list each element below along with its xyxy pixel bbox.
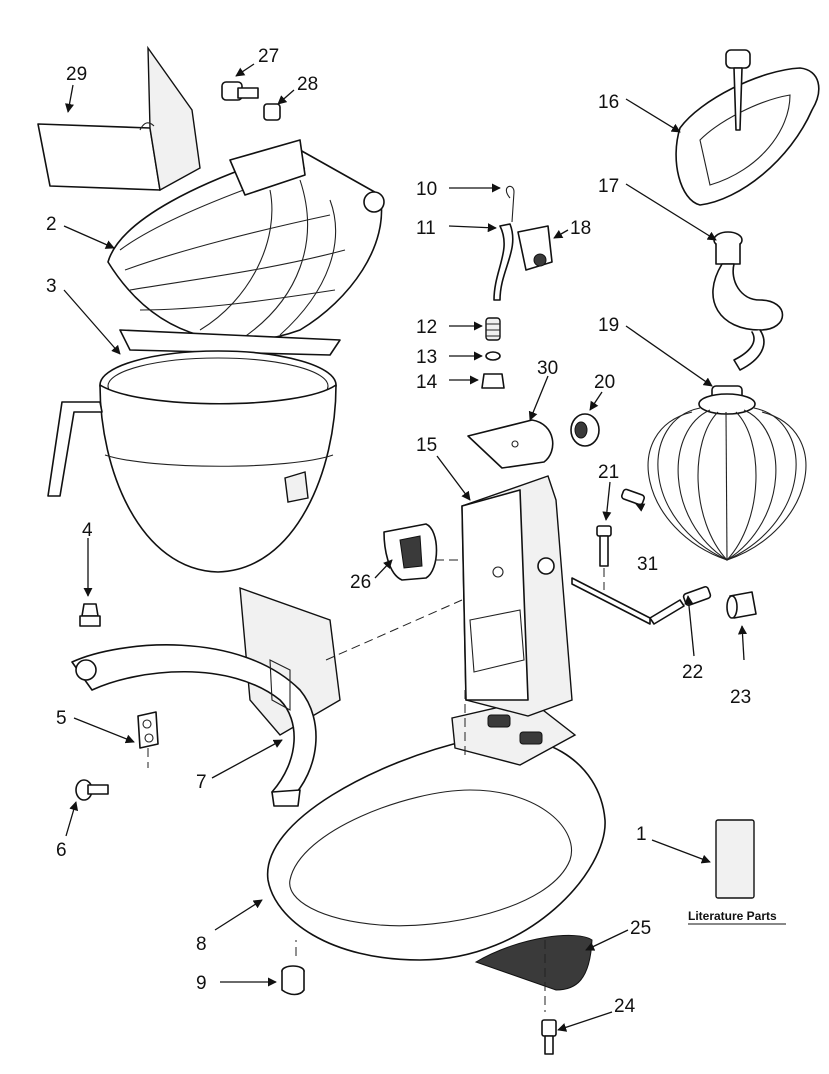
callout-31: 31 bbox=[637, 554, 658, 575]
literature-1 bbox=[715, 819, 755, 899]
bowl-guard-2 bbox=[107, 139, 385, 356]
pouring-shield-29 bbox=[37, 45, 201, 192]
screw-24 bbox=[541, 1019, 557, 1055]
hook-10 bbox=[505, 185, 515, 223]
pin-4 bbox=[79, 603, 101, 627]
gasket-30 bbox=[467, 419, 554, 469]
nut-28 bbox=[263, 103, 281, 121]
screw-6 bbox=[75, 779, 109, 801]
callout-1: 1 bbox=[636, 824, 647, 845]
callout-21: 21 bbox=[598, 462, 619, 483]
callout-17: 17 bbox=[598, 176, 619, 197]
callout-23: 23 bbox=[730, 687, 751, 708]
wire-whip-19 bbox=[647, 385, 807, 561]
column-15 bbox=[461, 475, 573, 717]
callout-14: 14 bbox=[416, 372, 438, 393]
callout-12: 12 bbox=[416, 317, 437, 338]
leader-lines bbox=[63, 63, 748, 1032]
pin-31 bbox=[620, 488, 646, 506]
bracket-18 bbox=[517, 225, 553, 271]
washer-13 bbox=[485, 351, 501, 361]
switch-26 bbox=[383, 523, 438, 581]
callout-29: 29 bbox=[66, 64, 87, 85]
callout-22: 22 bbox=[682, 662, 703, 683]
callout-2: 2 bbox=[46, 214, 57, 235]
callout-27: 27 bbox=[258, 46, 279, 67]
screw-21 bbox=[596, 525, 612, 567]
callout-30: 30 bbox=[537, 358, 558, 379]
plate-5 bbox=[137, 711, 159, 749]
callout-26: 26 bbox=[350, 572, 371, 593]
callout-8: 8 bbox=[196, 934, 207, 955]
callout-13: 13 bbox=[416, 347, 437, 368]
mixing-bowl-3 bbox=[47, 350, 337, 573]
literature-parts-label: Literature Parts bbox=[688, 909, 777, 923]
callout-24: 24 bbox=[614, 996, 636, 1017]
callout-3: 3 bbox=[46, 276, 57, 297]
lever-11 bbox=[493, 223, 514, 301]
base-8 bbox=[267, 699, 606, 961]
flat-beater-16 bbox=[675, 49, 820, 206]
callout-9: 9 bbox=[196, 973, 207, 994]
callout-18: 18 bbox=[570, 218, 591, 239]
callout-19: 19 bbox=[598, 315, 619, 336]
callout-15: 15 bbox=[416, 435, 437, 456]
bowl-support-7 bbox=[71, 586, 341, 807]
nut-14 bbox=[481, 373, 505, 389]
callout-10: 10 bbox=[416, 179, 437, 200]
callout-20: 20 bbox=[594, 372, 615, 393]
callout-11: 11 bbox=[416, 218, 436, 239]
callout-5: 5 bbox=[56, 708, 67, 729]
screen-25 bbox=[474, 934, 593, 991]
callout-25: 25 bbox=[630, 918, 651, 939]
knob-23 bbox=[726, 591, 757, 619]
pin-27 bbox=[221, 81, 259, 101]
spring-12 bbox=[485, 317, 501, 341]
callout-7: 7 bbox=[196, 772, 207, 793]
callout-28: 28 bbox=[297, 74, 318, 95]
callout-16: 16 bbox=[598, 92, 619, 113]
foot-9 bbox=[281, 965, 305, 996]
dough-hook-17 bbox=[712, 231, 784, 371]
callout-4: 4 bbox=[82, 520, 93, 541]
callout-6: 6 bbox=[56, 840, 67, 861]
knob-20 bbox=[570, 413, 600, 447]
